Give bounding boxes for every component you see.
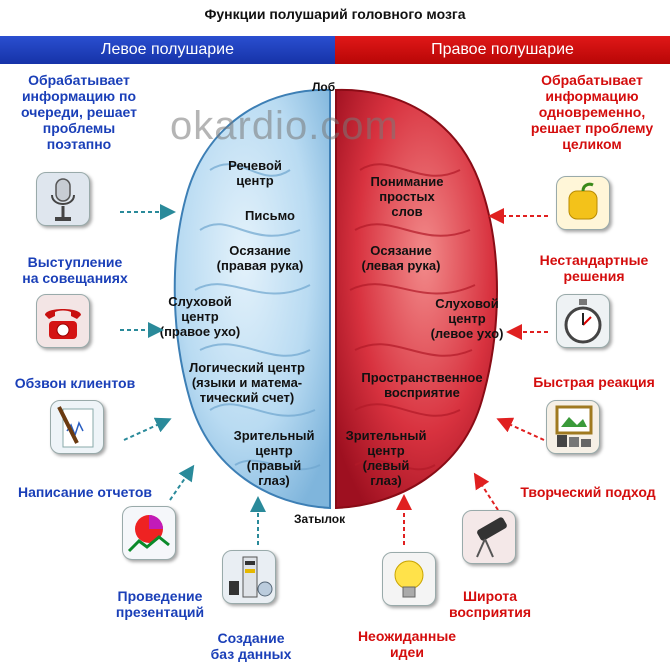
microphone-icon (36, 172, 90, 226)
apple-icon (556, 176, 610, 230)
pie-chart-icon (122, 506, 176, 560)
right-item-nonstandard: Нестандартные решения (539, 252, 649, 284)
watermark: okardio.com (170, 104, 399, 148)
left-logic-center: Логический центр (языки и матема- тическ… (189, 360, 305, 405)
left-hemisphere-shape (173, 88, 331, 510)
left-speech-center: Речевой центр (228, 158, 282, 188)
left-touch: Осязание (правая рука) (216, 243, 304, 273)
lightbulb-icon (382, 552, 436, 606)
right-spatial-perception: Пространственное восприятие (361, 370, 483, 400)
back-label: Затылок (294, 512, 346, 526)
page-title: Функции полушарий головного мозга (204, 6, 466, 22)
telephone-icon (36, 294, 90, 348)
right-touch: Осязание (левая рука) (361, 243, 441, 273)
left-item-speech-meetings: Выступление на совещаниях (22, 254, 128, 286)
right-intro-text: Обрабатывает информацию одновременно, ре… (530, 72, 654, 152)
right-item-creative: Творческий подход (520, 484, 656, 500)
left-intro-text: Обрабатывает информацию по очереди, реша… (21, 72, 137, 152)
stopwatch-icon (556, 294, 610, 348)
left-item-presentations: Проведение презентаций (115, 588, 205, 620)
left-writing: Письмо (245, 208, 295, 223)
document-pen-icon (50, 400, 104, 454)
right-hemisphere-header: Правое полушарие (335, 36, 670, 64)
telescope-icon (462, 510, 516, 564)
right-hearing: Слуховой центр (левое ухо) (430, 296, 504, 341)
right-understanding-words: Понимание простых слов (370, 174, 444, 219)
front-label: Лоб (312, 80, 336, 94)
left-hearing: Слуховой центр (правое ухо) (159, 294, 241, 339)
right-item-ideas: Неожиданные идеи (357, 628, 457, 660)
right-vision-center: Зрительный центр (левый глаз) (345, 428, 427, 488)
left-item-reports: Написание отчетов (17, 484, 153, 500)
left-vision-center: Зрительный центр (правый глаз) (233, 428, 315, 488)
left-item-databases: Создание баз данных (210, 630, 292, 662)
right-item-perception: Широта восприятия (449, 588, 531, 620)
left-item-calls: Обзвон клиентов (14, 375, 136, 391)
right-item-reaction: Быстрая реакция (533, 374, 655, 390)
database-server-icon (222, 550, 276, 604)
paint-icon (546, 400, 600, 454)
brain-illustration (173, 88, 498, 510)
left-hemisphere-header: Левое полушарие (0, 36, 335, 64)
